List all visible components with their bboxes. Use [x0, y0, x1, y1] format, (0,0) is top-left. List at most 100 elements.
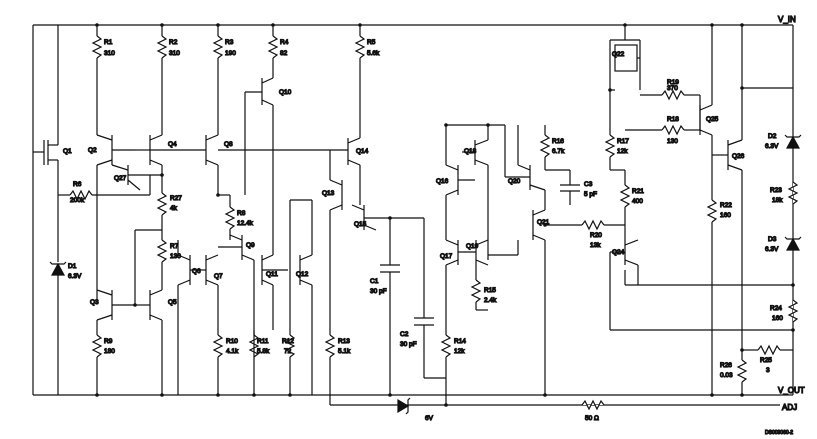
resistor-r3: [212, 35, 224, 59]
q25-label: Q25: [706, 116, 719, 123]
rails: [32, 24, 794, 406]
transistor-q8: [150, 134, 219, 195]
r25-value: 3: [766, 367, 770, 374]
q9-label: Q9: [246, 242, 255, 249]
d1-value: 6.3V: [68, 273, 82, 280]
resistor-r12: [284, 330, 296, 395]
c1-value: 30 pF: [370, 288, 387, 295]
r23-value: 18k: [772, 197, 783, 204]
q16-label: Q16: [436, 178, 449, 185]
vin-label: V_IN: [778, 15, 796, 24]
transistor-q10: [244, 77, 274, 255]
r2-label: R2: [169, 39, 178, 46]
resistor-r1: [91, 35, 103, 59]
q19-label: Q19: [466, 243, 479, 250]
r8-value: 12.4k: [237, 220, 254, 227]
q11-label: Q11: [266, 271, 278, 278]
resistor-r4: [267, 35, 279, 59]
transistor-q2: [96, 134, 135, 300]
q10-label: Q10: [279, 89, 292, 96]
adj-resistor-value: 50 Ω: [585, 415, 599, 422]
r16-label: R16: [552, 138, 564, 145]
capacitor-c2: [390, 217, 446, 379]
transistor-q16: [445, 125, 475, 240]
r20-label: R20: [590, 232, 602, 239]
resistor-r2: [156, 35, 168, 59]
vout-label: V_OUT: [778, 386, 805, 395]
r21-value: 400: [632, 198, 643, 205]
resistor-r16: [539, 125, 551, 170]
resistor-r14: [440, 330, 452, 405]
zener-d2: [784, 134, 802, 149]
r17-value: 12k: [617, 148, 628, 155]
q1-label: Q1: [63, 148, 72, 155]
r8-label: R8: [237, 210, 246, 217]
r6-value: 200k: [70, 197, 85, 204]
r14-value: 12k: [454, 348, 465, 355]
transistor-q4: [135, 134, 163, 190]
resistor-r23: [787, 181, 799, 205]
r7-value: 130: [170, 253, 181, 260]
capacitor-c1: [380, 218, 400, 395]
q14-label: Q14: [356, 148, 369, 155]
d1-label: D1: [68, 263, 77, 270]
figure-code: DS009060-2: [765, 430, 793, 436]
r23-label: R23: [770, 187, 782, 194]
d2-label: D2: [768, 133, 777, 140]
transistor-q15: [351, 204, 390, 231]
r5-label: R5: [367, 39, 376, 46]
r25-label: R25: [760, 357, 772, 364]
r11-label: R11: [257, 338, 269, 345]
resistor-r6: [58, 175, 151, 201]
r3-value: 190: [225, 50, 236, 57]
r9-label: R9: [104, 338, 113, 345]
r21-label: R21: [632, 188, 644, 195]
transistor-q3: [96, 289, 135, 321]
transistor-q14: [218, 137, 361, 205]
r18-label: R18: [667, 116, 679, 123]
resistor-r20: [545, 219, 625, 231]
zener-adj: [397, 397, 411, 415]
c1-label: C1: [370, 278, 379, 285]
top-resistors: [91, 25, 366, 138]
r15-label: R15: [484, 287, 496, 294]
resistor-r24: [787, 299, 799, 323]
c2-value: 30 pF: [400, 341, 417, 348]
resistor-r26: [736, 350, 748, 395]
resistor-r22: [706, 195, 718, 395]
q12-label: Q12: [296, 271, 309, 278]
adj-label: ADJ: [782, 403, 797, 412]
r13-label: R13: [338, 338, 350, 345]
resistor-r7: [156, 235, 168, 290]
r20-value: 13k: [590, 242, 601, 249]
r27-value: 4k: [170, 205, 178, 212]
transistor-q22: [609, 25, 641, 91]
transistor-q18: [462, 125, 489, 260]
resistor-r18: [625, 124, 700, 136]
r10-label: R10: [226, 338, 238, 345]
q6-label: Q6: [192, 268, 201, 275]
r26-label: R26: [720, 362, 732, 369]
r24-label: R24: [770, 305, 782, 312]
r5-value: 5.6k: [367, 50, 380, 57]
transistor-q25: [699, 25, 713, 195]
resistor-r15: [470, 265, 488, 311]
r27-label: R27: [170, 195, 182, 202]
resistor-r27: [156, 190, 168, 235]
d3-value: 6.3V: [765, 246, 779, 253]
capacitor-c3: [545, 169, 580, 205]
q22-label: Q22: [612, 51, 625, 58]
c3-value: 5 pF: [584, 191, 597, 198]
r12-value: 72: [284, 348, 292, 355]
r13-value: 5.1k: [338, 348, 351, 355]
q17-label: Q17: [440, 253, 453, 260]
transistor-q6: [177, 240, 206, 395]
resistor-r19: [640, 89, 700, 101]
adj-zener-value: 6V: [425, 415, 434, 422]
r18-value: 130: [667, 138, 678, 145]
q8-label: Q8: [224, 141, 233, 148]
r4-label: R4: [280, 39, 289, 46]
c2-label: C2: [400, 331, 409, 338]
r3-label: R3: [225, 39, 234, 46]
